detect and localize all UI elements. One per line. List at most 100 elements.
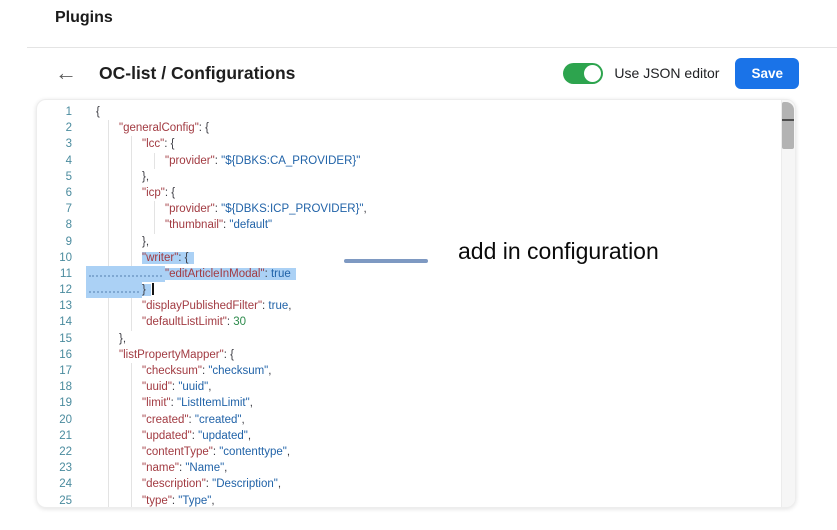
code-content[interactable]: "contentType": "contenttype",	[86, 443, 795, 461]
code-text[interactable]: "description": "Description",	[142, 478, 281, 490]
code-line[interactable]: 19 "limit": "ListItemLimit",	[37, 395, 795, 412]
code-token: "displayPublishedFilter"	[142, 300, 263, 313]
code-token: :	[223, 348, 231, 361]
code-text[interactable]: },	[142, 236, 149, 248]
code-content[interactable]: },	[86, 233, 795, 250]
code-content[interactable]: "thumbnail": "default"	[86, 217, 795, 234]
code-content[interactable]: "limit": "ListItemLimit",	[86, 395, 795, 412]
code-content[interactable]: "uuid": "uuid",	[86, 379, 795, 396]
back-arrow-icon[interactable]: ←	[55, 60, 77, 85]
code-line[interactable]: 23"name": "Name",	[37, 460, 795, 477]
code-line[interactable]: 13"displayPublishedFilter": true,	[37, 298, 795, 315]
code-token: ,	[288, 300, 292, 313]
code-line[interactable]: 18"uuid": "uuid",	[37, 379, 795, 396]
code-text[interactable]: "generalConfig": {	[119, 122, 209, 134]
code-text[interactable]: },	[119, 333, 126, 345]
line-number: 19	[59, 397, 72, 410]
code-content[interactable]: "displayPublishedFilter": true,	[86, 298, 795, 315]
code-content[interactable]: "description": "Description",	[86, 476, 795, 493]
code-token: "updated"	[198, 429, 248, 442]
code-token: "Name"	[185, 462, 225, 475]
code-content[interactable]: "updated": "updated",	[86, 427, 795, 444]
use-json-editor-label: Use JSON editor	[614, 65, 720, 81]
code-text[interactable]: {	[96, 106, 100, 118]
editor-scrollbar-track[interactable]	[781, 100, 795, 507]
selected-code[interactable]: "editArticleInModal": true	[165, 267, 296, 280]
code-text[interactable]: "uuid": "uuid",	[142, 381, 211, 393]
code-line[interactable]: 20"created": "created",	[37, 411, 795, 428]
code-content[interactable]: "created": "created",	[86, 411, 795, 428]
code-content[interactable]: "listPropertyMapper": {	[86, 346, 795, 363]
code-line[interactable]: 7"provider": "${DBKS:ICP_PROVIDER}",	[37, 201, 795, 218]
code-text[interactable]: "provider": "${DBKS:ICP_PROVIDER}",	[165, 203, 367, 215]
code-content[interactable]: "provider": "${DBKS:CA_PROVIDER}"	[86, 152, 795, 169]
code-content[interactable]: }	[86, 282, 795, 299]
code-line[interactable]: 22"contentType": "contenttype",	[37, 443, 795, 461]
code-text[interactable]: "limit": "ListItemLimit",	[142, 397, 253, 409]
code-content[interactable]: "name": "Name",	[86, 460, 795, 477]
code-content[interactable]: "defaultListLimit": 30	[86, 314, 795, 331]
code-line[interactable]: 3"lcc": {	[37, 136, 795, 153]
code-text[interactable]: "thumbnail": "default"	[165, 219, 272, 231]
code-line[interactable]: 2"generalConfig": {	[37, 120, 795, 137]
code-content[interactable]: "editArticleInModal": true	[86, 265, 795, 283]
code-text[interactable]: },	[142, 171, 149, 183]
code-line[interactable]: 1{	[37, 104, 795, 120]
indent-guide	[131, 136, 132, 153]
code-text[interactable]: "checksum": "checksum",	[142, 365, 271, 377]
code-content[interactable]: },	[86, 168, 795, 185]
code-token: :	[164, 186, 172, 199]
code-content[interactable]: "writer": {	[86, 249, 795, 266]
code-line[interactable]: 21"updated": "updated",	[37, 427, 795, 444]
code-text[interactable]: "defaultListLimit": 30	[142, 316, 246, 328]
code-text[interactable]: "created": "created",	[142, 414, 245, 426]
code-token: :	[178, 462, 186, 475]
code-line[interactable]: 12}	[37, 282, 795, 299]
code-line[interactable]: 5},	[37, 168, 795, 185]
code-content[interactable]: "icp": {	[86, 184, 795, 202]
code-text[interactable]: "displayPublishedFilter": true,	[142, 300, 291, 312]
code-line[interactable]: 24"description": "Description",	[37, 476, 795, 493]
code-text[interactable]: "icp": {	[142, 187, 175, 199]
json-code-editor[interactable]: 1{2"generalConfig": {3"lcc": {4"provider…	[36, 99, 796, 508]
code-line[interactable]: 4"provider": "${DBKS:CA_PROVIDER}"	[37, 152, 795, 169]
code-token: "default"	[229, 219, 273, 232]
editor-scrollbar-thumb[interactable]	[782, 102, 794, 149]
code-text[interactable]: "name": "Name",	[142, 462, 227, 474]
code-line[interactable]: 15},	[37, 330, 795, 347]
code-line[interactable]: 17"checksum": "checksum",	[37, 363, 795, 380]
selected-code[interactable]: }	[142, 284, 151, 297]
code-text[interactable]: "type": "Type",	[142, 495, 215, 507]
code-line[interactable]: 14"defaultListLimit": 30	[37, 314, 795, 331]
code-token: "${DBKS:CA_PROVIDER}"	[221, 154, 361, 167]
code-content[interactable]: },	[86, 330, 795, 347]
code-text[interactable]: "contentType": "contenttype",	[142, 446, 290, 458]
json-editor-lines[interactable]: 1{2"generalConfig": {3"lcc": {4"provider…	[37, 104, 795, 507]
code-line[interactable]: 9},	[37, 233, 795, 250]
code-token: :	[212, 445, 220, 458]
selected-code[interactable]: "writer": {	[142, 251, 194, 264]
indent-guide	[108, 233, 109, 250]
code-content[interactable]: "checksum": "checksum",	[86, 363, 795, 380]
code-content[interactable]: "generalConfig": {	[86, 120, 795, 137]
code-line[interactable]: 10"writer": {	[37, 249, 795, 266]
code-content[interactable]: "lcc": {	[86, 136, 795, 153]
code-text[interactable]: "updated": "updated",	[142, 430, 251, 442]
use-json-editor-toggle[interactable]	[563, 62, 604, 84]
code-token: {	[96, 106, 100, 118]
code-token: :	[262, 300, 269, 313]
code-text[interactable]: "lcc": {	[142, 138, 174, 150]
code-line[interactable]: 25"type": "Type",	[37, 492, 795, 507]
save-button[interactable]: Save	[735, 57, 799, 89]
code-content[interactable]: "type": "Type",	[86, 492, 795, 507]
code-line[interactable]: 8"thumbnail": "default"	[37, 217, 795, 234]
code-content[interactable]: {	[86, 104, 795, 120]
code-text[interactable]: "listPropertyMapper": {	[119, 349, 234, 361]
code-line[interactable]: 6"icp": {	[37, 184, 795, 202]
code-content[interactable]: "provider": "${DBKS:ICP_PROVIDER}",	[86, 201, 795, 218]
code-line[interactable]: 16"listPropertyMapper": {	[37, 346, 795, 363]
selected-whitespace	[86, 282, 142, 299]
code-token: "checksum"	[208, 365, 269, 377]
code-text[interactable]: "provider": "${DBKS:CA_PROVIDER}"	[165, 155, 360, 167]
code-line[interactable]: 11"editArticleInModal": true	[37, 265, 795, 283]
